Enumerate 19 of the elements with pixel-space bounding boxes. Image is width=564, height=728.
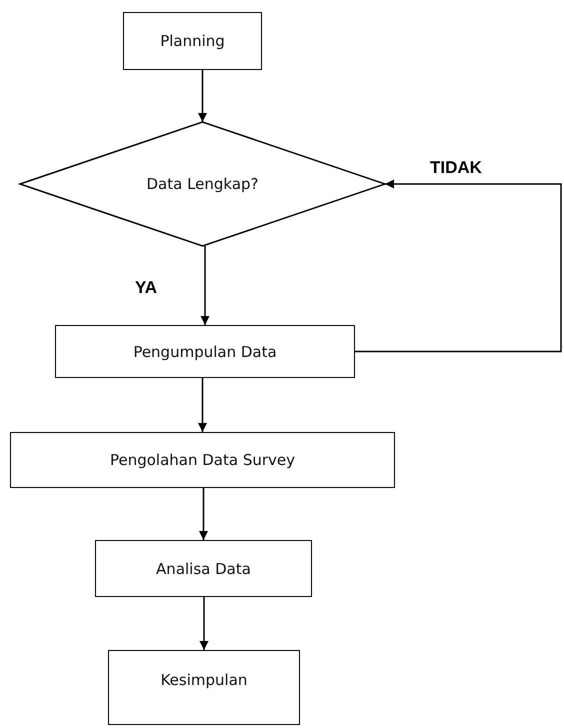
node-label: Analisa Data bbox=[156, 560, 251, 578]
arrow bbox=[355, 180, 562, 352]
process-box bbox=[123, 12, 262, 70]
arrow bbox=[200, 246, 210, 325]
node-label: Planning bbox=[160, 32, 225, 50]
process-box bbox=[108, 650, 300, 725]
arrow bbox=[198, 70, 207, 122]
node-label: Pengolahan Data Survey bbox=[110, 451, 296, 469]
edge-label: TIDAK bbox=[430, 158, 482, 178]
node-label: Pengumpulan Data bbox=[133, 342, 277, 360]
process-box bbox=[55, 325, 355, 378]
arrow bbox=[200, 597, 208, 650]
arrow bbox=[199, 488, 208, 540]
arrow bbox=[198, 378, 207, 432]
process-box bbox=[10, 432, 395, 488]
edge-label: YA bbox=[135, 278, 158, 298]
node-label: Data Lengkap? bbox=[146, 175, 259, 193]
process-box bbox=[95, 540, 312, 597]
node-label: Kesimpulan bbox=[160, 671, 248, 689]
